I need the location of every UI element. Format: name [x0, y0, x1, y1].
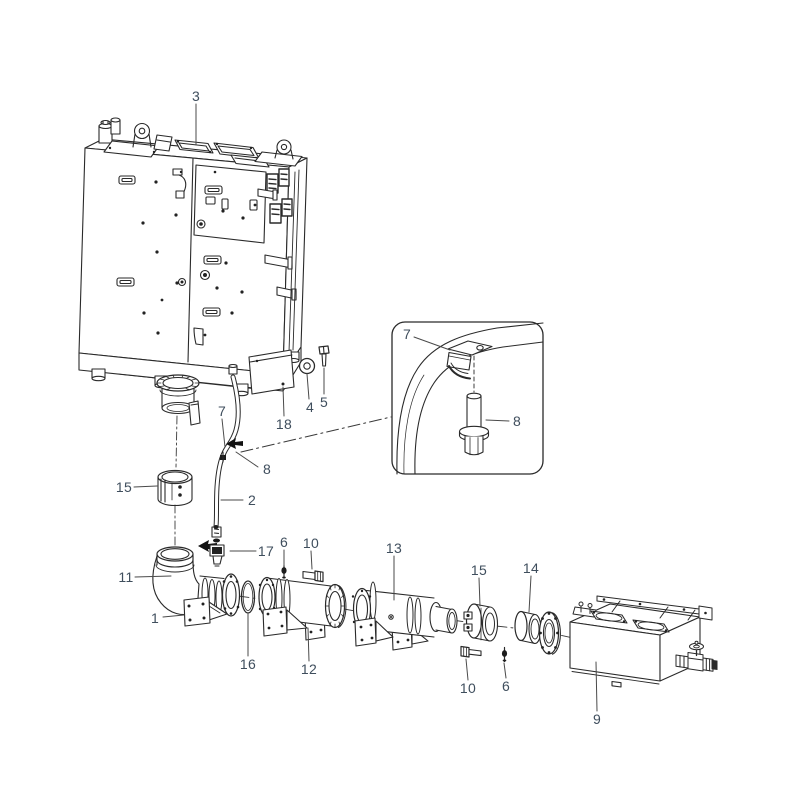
o-ring-16: [240, 580, 256, 614]
clamp-15-upper: [157, 469, 193, 507]
leader-line-15-upper: [133, 485, 158, 488]
door-latch: [172, 168, 187, 199]
lifting-eye-left: [103, 122, 160, 158]
muffler-top-rail: [596, 595, 713, 621]
sleeve-14: [514, 610, 542, 645]
breather-caps: [98, 117, 121, 144]
front-panel-slots: [116, 175, 258, 317]
bracket-18: [248, 349, 295, 395]
leader-line-8-hose: [235, 451, 259, 468]
lifting-eye-right: [254, 139, 303, 167]
inset-reference-line: [240, 416, 392, 453]
muffler-top-port-2: [632, 619, 670, 633]
bolt-10-upper: [302, 570, 324, 583]
hose-clamp-screw-8-mark: [220, 451, 226, 463]
leader-line-7-hose: [221, 418, 226, 448]
inset-clamp-7: [446, 340, 493, 380]
leader-line-10-lower: [465, 658, 469, 681]
leader-line-8-inset: [485, 419, 510, 422]
leader-line-1: [162, 614, 185, 618]
bolt-5: [318, 345, 330, 367]
drain-valve-17: [198, 525, 225, 567]
muffler-left-bracket: [572, 601, 597, 618]
leader-line-10-upper: [310, 550, 313, 570]
leader-line-7-inset: [413, 336, 451, 351]
stud-6-upper: [281, 564, 287, 579]
stud-6-lower: [501, 646, 508, 663]
top-duct: [153, 134, 173, 152]
front-grommets: [177, 219, 211, 287]
leader-line-18: [282, 386, 285, 417]
bolt-10-lower: [460, 645, 482, 658]
leader-line-11: [134, 575, 172, 578]
washer-4: [298, 357, 316, 375]
elbow-11: [152, 546, 241, 617]
bracket-1: [183, 596, 228, 627]
leader-line-9: [595, 661, 598, 712]
machine-cabinet: [78, 117, 308, 397]
leader-line-6-lower: [503, 662, 507, 679]
muffler-9: [569, 595, 718, 688]
muffler-drain-valve: [675, 640, 718, 672]
muffler-top-port-1: [590, 610, 628, 624]
leader-line-12: [307, 627, 310, 662]
inset-hose: [396, 322, 544, 475]
leader-line-15-lower: [478, 577, 481, 607]
bottom-clip: [193, 327, 204, 346]
flange-ring: [538, 611, 561, 655]
elbow-flange: [221, 573, 241, 617]
leader-line-14: [528, 575, 532, 613]
clamp-15-lower: [463, 603, 499, 642]
side-bracket-tabs: [257, 169, 300, 353]
hose-clamp-7-mark: [226, 438, 243, 449]
callout-leader-lines: [133, 103, 598, 712]
detail-inset: [391, 321, 544, 475]
inset-bolt-8: [458, 392, 490, 456]
pipe-12: [258, 576, 347, 641]
top-panel-1: [174, 139, 214, 154]
hose-2: [211, 363, 243, 543]
leader-line-4: [306, 373, 310, 400]
pipe-13: [351, 581, 458, 651]
exhaust-outlet-port: [156, 374, 201, 426]
side-connectors: [266, 168, 293, 224]
